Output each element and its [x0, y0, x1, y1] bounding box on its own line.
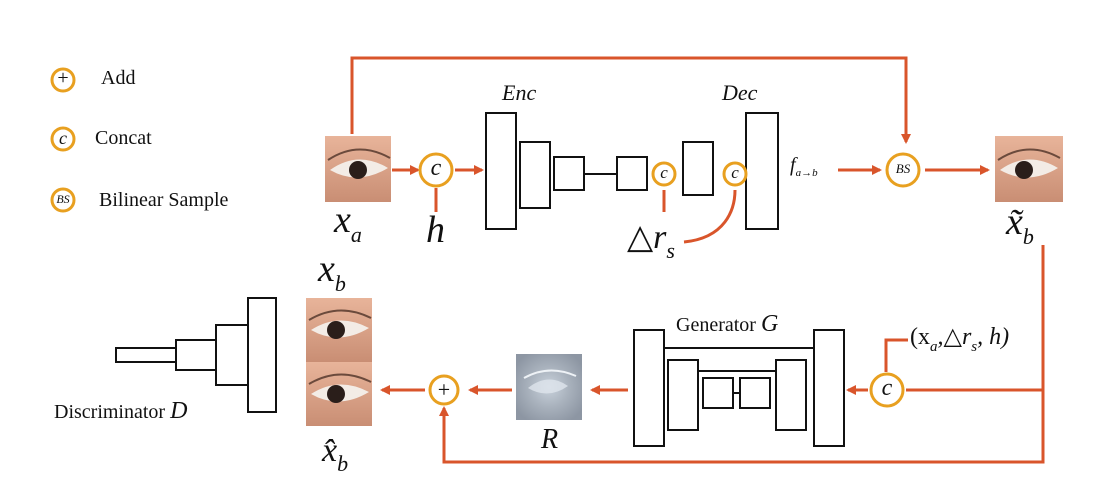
legend-bs-glyph: BS — [56, 192, 70, 206]
generator-label: Generator G — [676, 311, 779, 337]
encoder-decoder — [485, 112, 779, 230]
residual-label: R — [541, 424, 559, 455]
dec-block-2 — [745, 112, 779, 230]
disc-block-1 — [115, 347, 177, 363]
encoder-label: Enc — [502, 80, 537, 105]
enc-block-4 — [616, 156, 648, 191]
gen-block-5 — [775, 359, 807, 431]
eye-image-xb-tilde — [995, 136, 1063, 202]
disc-block-4 — [247, 297, 277, 413]
residual-skip-arrow — [439, 245, 1045, 464]
generator-network — [633, 329, 845, 447]
disc-block-2 — [175, 339, 217, 371]
add-glyph: + — [437, 377, 451, 402]
concat-dr-dec-glyph: c — [731, 163, 739, 182]
flow-label: fa→b — [790, 154, 818, 179]
legend-concat-label: Concat — [95, 127, 152, 149]
xb-tilde-label: x̃b — [1006, 201, 1034, 249]
connectors — [350, 56, 1045, 464]
legend-add-label: Add — [101, 67, 136, 89]
xb-label: xb — [318, 248, 346, 296]
discriminator-network — [115, 297, 277, 413]
gen-block-6 — [813, 329, 845, 447]
enc-block-3 — [553, 156, 585, 191]
skip-arrow-xa-to-bs — [350, 56, 911, 144]
gen-block-4 — [739, 377, 771, 409]
concat-generator-glyph: c — [881, 375, 893, 401]
h-label: h — [426, 209, 445, 251]
generator-input-label: (xa,△rs, h) — [910, 324, 1010, 355]
delta-r-label: △rs — [627, 219, 675, 263]
eye-image-xb-hat — [306, 362, 372, 426]
gen-block-1 — [633, 329, 665, 447]
enc-block-2 — [519, 141, 551, 209]
bilinear-sample-glyph: BS — [895, 161, 911, 176]
concat-xa-h-glyph: c — [430, 155, 442, 181]
concat-dr-dec-icon — [722, 161, 748, 187]
eye-image-xa — [325, 136, 391, 202]
eye-image-xb — [306, 298, 372, 362]
xa-label: xa — [334, 199, 362, 247]
concat-dr-enc-icon — [651, 161, 677, 187]
concat-generator-icon — [869, 372, 905, 408]
decoder-label: Dec — [722, 80, 758, 105]
legend-concat-glyph: c — [59, 128, 67, 148]
gen-block-3 — [702, 377, 734, 409]
legend-concat-icon — [50, 126, 76, 152]
residual-image-r — [516, 354, 582, 420]
legend-bs-icon — [50, 187, 76, 213]
disc-block-3 — [215, 324, 249, 386]
legend-add-icon — [50, 67, 76, 93]
legend-bs-label: Bilinear Sample — [99, 189, 229, 211]
concat-xa-h-icon — [418, 152, 454, 188]
concat-dr-enc-glyph: c — [660, 163, 668, 182]
line-geninput-to-gconcat — [884, 338, 908, 372]
add-icon — [428, 374, 460, 406]
enc-block-1 — [485, 112, 517, 230]
gen-block-2 — [667, 359, 699, 431]
legend-add-glyph: + — [57, 67, 69, 89]
bilinear-sample-icon — [885, 152, 921, 188]
curve-dr-to-concat2 — [683, 189, 737, 244]
dec-block-1 — [682, 141, 714, 196]
discriminator-label: Discriminator D — [54, 398, 188, 424]
xb-hat-label: x̂b — [322, 432, 349, 476]
operator-circles — [50, 67, 921, 408]
